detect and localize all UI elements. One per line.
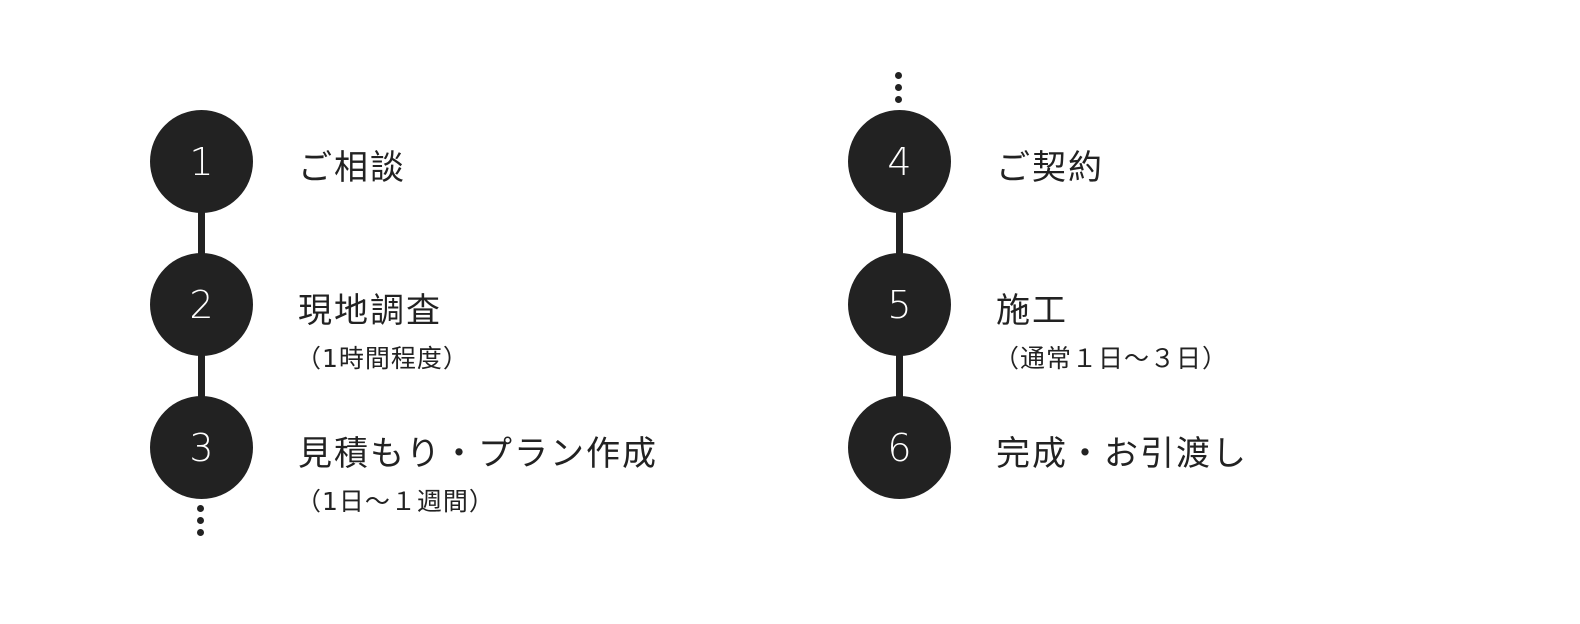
step-title: ご相談	[298, 148, 406, 188]
step-number: 4	[887, 139, 912, 184]
dot	[197, 529, 204, 536]
dot	[895, 84, 902, 91]
continuation-dots-top	[895, 72, 903, 108]
step-number-badge: 4	[848, 110, 951, 213]
dot	[895, 72, 902, 79]
connector-line-4-5	[896, 205, 903, 265]
step-title: 見積もり・プラン作成	[298, 434, 658, 474]
step-number: 3	[189, 425, 214, 470]
flow-column-right: 4 ご契約 5 施工 （通常１日～３日） 6 完成・お引渡し	[848, 0, 1548, 624]
dot	[197, 517, 204, 524]
step-number-badge: 5	[848, 253, 951, 356]
connector-line-1-2	[198, 205, 205, 265]
step-number: 2	[189, 282, 214, 327]
step-duration: （通常１日～３日）	[994, 344, 1229, 373]
connector-line-2-3	[198, 348, 205, 408]
step-number-badge: 6	[848, 396, 951, 499]
step-number: 5	[887, 282, 912, 327]
step-duration: （1時間程度）	[296, 344, 469, 373]
step-number-badge: 2	[150, 253, 253, 356]
continuation-dots-bottom	[197, 505, 205, 541]
step-duration: （1日～１週間）	[296, 487, 495, 516]
connector-line-5-6	[896, 348, 903, 408]
step-title: 施工	[996, 291, 1068, 331]
step-title: 現地調査	[298, 291, 442, 331]
step-number: 6	[887, 425, 912, 470]
step-title: 完成・お引渡し	[996, 434, 1248, 474]
step-number-badge: 1	[150, 110, 253, 213]
step-number-badge: 3	[150, 396, 253, 499]
dot	[197, 505, 204, 512]
step-number: 1	[189, 139, 214, 184]
flow-column-left: 1 ご相談 2 現地調査 （1時間程度） 3 見積もり・プラン作成 （1日～１週…	[150, 0, 850, 624]
step-title: ご契約	[996, 148, 1104, 188]
dot	[895, 96, 902, 103]
